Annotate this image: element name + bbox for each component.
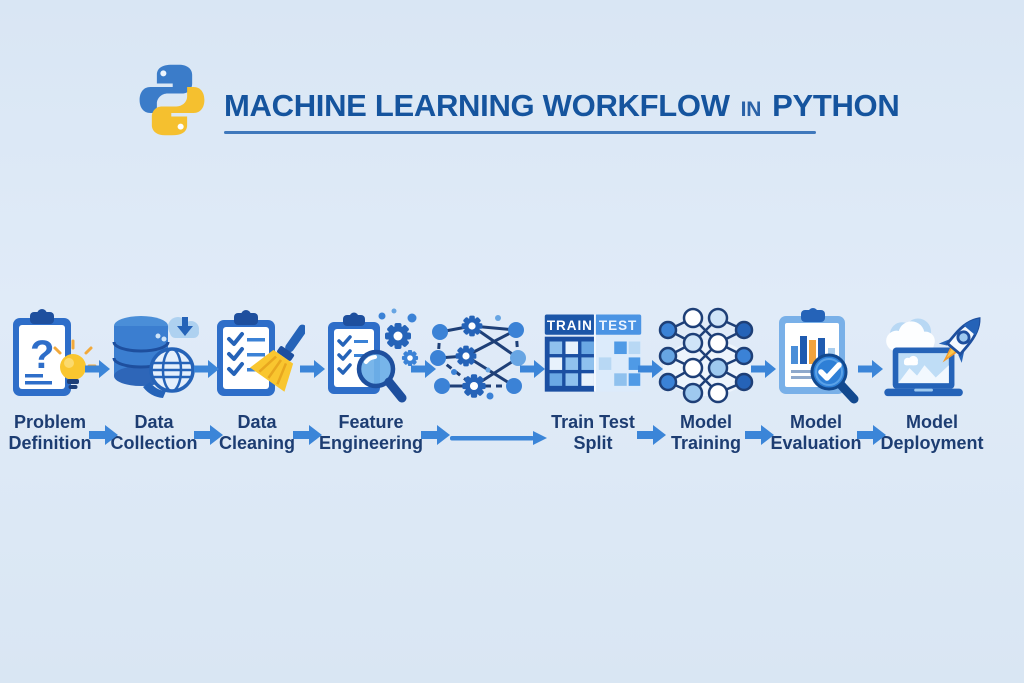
- laptop-rocket-cloud-icon: [874, 303, 990, 407]
- clipboard-chart-magnifier-icon: [758, 303, 874, 407]
- flow-arrow-icon: [520, 360, 545, 378]
- step-label: Data Collection: [110, 412, 198, 454]
- step-label: Problem Definition: [8, 412, 92, 454]
- step-label: Model Deployment: [880, 412, 984, 454]
- clipboard-broom-icon: [199, 303, 315, 407]
- flow-arrow-icon: [745, 425, 774, 445]
- gear-small: [401, 349, 419, 367]
- checkmarks: [227, 332, 244, 376]
- test-grid-cells: [598, 341, 641, 386]
- flow-arrow-icon: [194, 425, 223, 445]
- step-train-test-split: TRAIN TEST: [535, 303, 651, 454]
- network-gears-icon: [421, 303, 537, 407]
- step-label: Model Evaluation: [770, 412, 862, 454]
- flow-arrow-icon: [751, 360, 776, 378]
- flow-arrow-icon: [85, 360, 110, 378]
- test-header-text: TEST: [599, 318, 637, 333]
- flow-arrow-icon: [300, 360, 325, 378]
- flow-long-arrow-icon: [450, 431, 547, 445]
- title-main: MACHINE LEARNING WORKFLOW: [224, 88, 730, 123]
- question-mark-glyph: ?: [30, 333, 54, 377]
- flow-arrow-icon: [89, 425, 118, 445]
- step-data-cleaning: Data Cleaning: [199, 303, 315, 454]
- header: MACHINE LEARNING WORKFLOW IN PYTHON: [136, 58, 900, 142]
- title-underline: [224, 131, 816, 134]
- network-nodes: [658, 307, 754, 404]
- broom: [250, 324, 305, 392]
- page-title: MACHINE LEARNING WORKFLOW IN PYTHON: [224, 88, 900, 124]
- rocket: [938, 317, 981, 363]
- flow-arrow-icon: [421, 425, 450, 445]
- flow-arrow-icon: [293, 425, 322, 445]
- step-label: Feature Engineering: [318, 412, 423, 454]
- title-block: MACHINE LEARNING WORKFLOW IN PYTHON: [224, 88, 900, 134]
- screen-mountains: [898, 365, 949, 384]
- flow-arrow-icon: [638, 360, 663, 378]
- step-network-gears: [421, 303, 537, 407]
- train-grid-cells: [549, 341, 594, 386]
- step-problem-definition: ? Problem Definition: [0, 303, 108, 454]
- flow-arrow-icon: [194, 360, 219, 378]
- step-label: Train Test Split: [551, 412, 635, 454]
- step-label: Data Cleaning: [218, 412, 295, 454]
- gear-large: [385, 323, 411, 349]
- neural-network-icon: [648, 303, 764, 407]
- train-header-text: TRAIN: [547, 318, 593, 333]
- clipboard-magnifier-gears-icon: [313, 303, 429, 407]
- workflow-diagram: ? Problem Definition: [0, 303, 1024, 478]
- train-test-grid-icon: TRAIN TEST: [535, 303, 651, 407]
- network-edges: [436, 324, 520, 388]
- step-model-evaluation: Model Evaluation: [758, 303, 874, 454]
- step-model-training: Model Training: [648, 303, 764, 454]
- clipboard-question-lightbulb-icon: ?: [0, 303, 108, 407]
- python-logo-icon: [139, 64, 205, 136]
- flow-arrow-icon: [858, 360, 883, 378]
- flow-arrow-icon: [637, 425, 666, 445]
- flow-arrow-icon: [857, 425, 886, 445]
- database-globe-cloud-icon: [96, 303, 212, 407]
- flow-arrow-icon: [411, 360, 436, 378]
- step-feature-engineering: Feature Engineering: [313, 303, 429, 454]
- step-label: Model Training: [670, 412, 741, 454]
- title-connector: IN: [740, 98, 762, 121]
- step-model-deployment: Model Deployment: [874, 303, 990, 454]
- step-data-collection: Data Collection: [96, 303, 212, 454]
- checkmark: [818, 362, 842, 381]
- title-lang: PYTHON: [772, 88, 900, 123]
